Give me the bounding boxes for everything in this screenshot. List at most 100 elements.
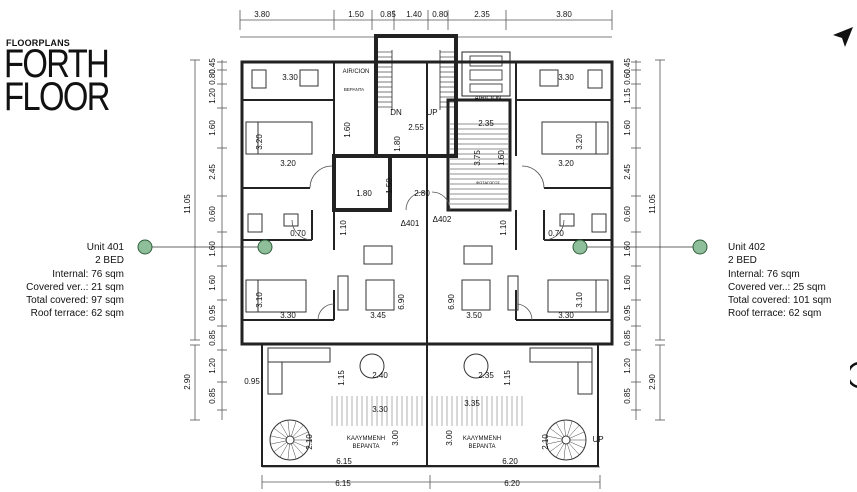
dim-side-left_side-9: 0.85 [208, 330, 217, 346]
dim-interior: 3.45 [370, 311, 386, 320]
dim-side-right_side-2: 1.15 [623, 88, 632, 104]
dim-interior: 2.40 [372, 371, 388, 380]
dim-interior: 3.30 [372, 405, 388, 414]
dim-interior: 1.60 [497, 150, 506, 166]
unit-401-info: Unit 401 2 BED Internal: 76 sqm Covered … [26, 241, 124, 321]
dim-interior: 6.90 [447, 294, 456, 310]
covered-veranda-right-line1: ΚΑΛΥΜΜΕΝΗ [463, 436, 501, 442]
dim-side-right_side-6: 1.60 [623, 241, 632, 257]
dim-side-right_side-11: 0.85 [623, 388, 632, 404]
dim-interior: 1.15 [503, 370, 512, 386]
unit-total-covered: Total covered: 97 sqm [26, 295, 124, 307]
dim-top-5: 2.35 [474, 10, 490, 19]
unit-covered-veranda: Covered ver..: 25 sqm [728, 281, 826, 293]
dim-interior: 1.60 [343, 122, 352, 138]
unit-402-anchor [572, 239, 588, 255]
dim-side-left_side-4: 2.45 [208, 164, 217, 180]
dim-interior: 3.35 [464, 399, 480, 408]
dim-interior: 2.10 [541, 434, 550, 450]
dim-side-left_side-3: 1.60 [208, 120, 217, 136]
dim-interior: 1.80 [393, 136, 402, 152]
dim-interior: 0.70 [548, 229, 564, 238]
veranda-label-small: ΒΕΡΑΝΤΑ [344, 87, 364, 92]
level-mark-401: Δ401 [401, 219, 420, 228]
dim-interior: 3.10 [575, 292, 584, 308]
navigation-arrow-icon[interactable] [832, 26, 854, 48]
dim-interior: 3.30 [282, 73, 298, 82]
dim-top-6: 3.80 [556, 10, 572, 19]
dim-interior: 3.00 [391, 430, 400, 446]
dim-side-right_side-1: 0.60 [623, 69, 632, 85]
level-mark-402: Δ402 [433, 215, 452, 224]
dim-side-right_side-8: 0.95 [623, 305, 632, 321]
dim-interior: 3.50 [466, 311, 482, 320]
dim-interior: 2.35 [478, 371, 494, 380]
dim-left-outer-1: 2.90 [183, 374, 192, 390]
stair-dn-label: DN [390, 108, 402, 117]
dim-top-4: 0.80 [432, 10, 448, 19]
header-title-line2: FLOOR [4, 75, 110, 119]
dim-side-right_side-9: 0.85 [623, 330, 632, 346]
covered-veranda-left-line1: ΚΑΛΥΜΜΕΝΗ [347, 436, 385, 442]
dim-interior: 1.50 [385, 178, 394, 194]
dim-side-left_side-5: 0.60 [208, 206, 217, 222]
aircon-label-right: AIR/CION [475, 96, 502, 102]
dim-interior: 6.90 [397, 294, 406, 310]
dim-interior: 3.30 [280, 311, 296, 320]
unit-401-marker [137, 239, 153, 255]
dim-interior: 2.55 [408, 123, 424, 132]
covered-veranda-right-line2: ΒΕΡΑΝΤΑ [468, 444, 495, 450]
dim-top-2: 0.85 [380, 10, 396, 19]
dim-top-1: 1.50 [348, 10, 364, 19]
dim-interior: 3.75 [473, 150, 482, 166]
dim-side-left_side-6: 1.60 [208, 241, 217, 257]
stair-up-label: UP [426, 108, 437, 117]
dim-side-right_side-3: 1.60 [623, 120, 632, 136]
dim-bottom-0: 6.15 [335, 479, 351, 488]
unit-covered-veranda: Covered ver..: 21 sqm [26, 281, 124, 293]
light-shaft-label: ΦΩΤΑΓΩΓΟΣ [476, 180, 501, 185]
dim-interior: 1.10 [339, 220, 348, 236]
dim-interior: 3.30 [558, 73, 574, 82]
dim-interior: 3.20 [280, 159, 296, 168]
dim-side-right_side-0: 0.45 [623, 58, 632, 74]
unit-402-marker [692, 239, 708, 255]
dim-interior: 0.95 [244, 377, 260, 386]
dim-interior: 2.10 [305, 434, 314, 450]
unit-name: Unit 402 [728, 242, 766, 253]
dim-side-left_side-1: 0.80 [208, 69, 217, 85]
dim-right-outer-0: 11.05 [648, 194, 657, 214]
dim-side-right_side-10: 1.20 [623, 358, 632, 374]
dim-interior: 3.20 [575, 134, 584, 150]
dim-interior: 3.30 [558, 311, 574, 320]
dim-side-left_side-11: 0.85 [208, 388, 217, 404]
dim-top-3: 1.40 [406, 10, 422, 19]
dim-interior: 0.70 [290, 229, 306, 238]
dim-side-left_side-2: 1.20 [208, 88, 217, 104]
unit-402-info: Unit 402 2 BED Internal: 76 sqm Covered … [728, 241, 831, 321]
dim-interior: 3.20 [558, 159, 574, 168]
unit-internal: Internal: 76 sqm [728, 268, 800, 280]
dim-side-right_side-7: 1.60 [623, 275, 632, 291]
dim-interior: 1.10 [499, 220, 508, 236]
dim-side-left_side-7: 1.60 [208, 275, 217, 291]
dim-side-left_side-0: 0.45 [208, 58, 217, 74]
header-category: FLOORPLANS [6, 38, 70, 48]
dim-bottom-1: 6.20 [504, 479, 520, 488]
unit-401-anchor [257, 239, 273, 255]
outer-up-label: UP [592, 435, 603, 444]
unit-internal: Internal: 76 sqm [52, 268, 124, 280]
dim-left-outer-0: 11.05 [183, 194, 192, 214]
unit-roof-terrace: Roof terrace: 62 sqm [30, 308, 124, 320]
dim-interior: 6.20 [502, 457, 518, 466]
aircon-label-left: AIR/CION [343, 69, 370, 75]
unit-beds: 2 BED [728, 255, 757, 267]
unit-name: Unit 401 [86, 242, 124, 253]
partial-circle-icon [850, 362, 857, 388]
header-title-line1: FORTH [4, 42, 110, 86]
dim-side-right_side-4: 2.45 [623, 164, 632, 180]
dim-interior: 1.80 [356, 189, 372, 198]
dim-interior: 2.80 [414, 189, 430, 198]
dim-side-right_side-5: 0.60 [623, 206, 632, 222]
